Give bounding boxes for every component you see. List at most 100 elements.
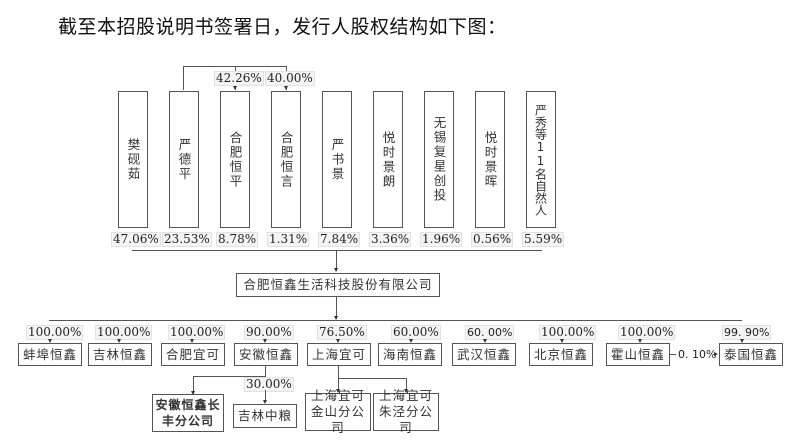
shareholder-pct: 23.53% xyxy=(162,232,212,247)
branch-name-line2: 金山分公司 xyxy=(310,404,365,435)
arrow-down-icon xyxy=(190,339,194,343)
arrow-down-icon xyxy=(404,389,408,393)
shareholder-name: 悦时景朗 xyxy=(380,130,396,189)
subsidiary-box: 上海宜可 xyxy=(307,343,371,366)
connector xyxy=(265,390,266,402)
branch-name-line1: 上海宜可 xyxy=(310,388,365,403)
shareholder-pct: 3.36% xyxy=(369,232,412,247)
subsidiary-box: 霍山恒鑫 xyxy=(606,343,670,366)
shareholder-box: 严书景 xyxy=(322,91,352,228)
shareholder-box: 严德平 xyxy=(169,91,199,228)
shareholder-pct: 5.59% xyxy=(522,232,565,247)
subsidiary-pct: 60.00% xyxy=(391,325,441,340)
shanghai-zhujing-branch-box: 上海宜可 朱泾分公司 xyxy=(373,388,439,435)
connector xyxy=(406,378,407,392)
shareholder-name: 严书景 xyxy=(329,137,345,182)
shareholder-name: 严德平 xyxy=(176,137,192,182)
shareholder-pct: 1.31% xyxy=(267,232,310,247)
arrow-right-icon xyxy=(714,352,718,356)
shareholder-pct: 8.78% xyxy=(216,232,259,247)
shareholder-pct: 47.06% xyxy=(111,232,161,247)
shanghai-jinshan-branch-box: 上海宜可 金山分公司 xyxy=(305,388,371,435)
subsidiary-name: 安徽恒鑫 xyxy=(238,346,293,362)
shareholder-box: 严秀等11名自然人 xyxy=(526,91,556,228)
subsidiary-box: 泰国恒鑫 xyxy=(719,343,783,366)
subsidiary-name: 北京恒鑫 xyxy=(533,346,588,362)
subsidiary-name: 吉林恒鑫 xyxy=(92,346,147,362)
subsidiary-name: 上海宜可 xyxy=(311,346,366,362)
subsidiary-box: 吉林恒鑫 xyxy=(88,343,152,366)
arrow-down-icon xyxy=(191,391,195,395)
arrow-down-icon xyxy=(560,339,564,343)
arrow-down-icon xyxy=(334,316,338,320)
issuer-company-box: 合肥恒鑫生活科技股份有限公司 xyxy=(236,273,440,297)
subsidiary-name: 武汉恒鑫 xyxy=(456,346,511,362)
arrow-down-icon xyxy=(740,339,744,343)
cross-pct-hengyan: 40.00% xyxy=(265,71,315,86)
shareholder-box: 合肥恒言 xyxy=(271,91,301,228)
jilin-zhongliang-pct: 30.00% xyxy=(244,377,294,392)
connector xyxy=(183,66,286,67)
subsidiary-box: 安徽恒鑫 xyxy=(234,343,298,366)
subsidiary-name: 合肥宜可 xyxy=(165,346,220,362)
shareholder-box: 合肥恒平 xyxy=(220,91,250,228)
company-name: 吉林中粮 xyxy=(237,408,292,423)
subsidiary-pct: 76.50% xyxy=(317,325,367,340)
subsidiary-name: 霍山恒鑫 xyxy=(610,346,665,362)
huoshan-thailand-pct: 0. 10% xyxy=(676,347,719,362)
arrow-down-icon xyxy=(638,339,642,343)
arrow-down-icon xyxy=(263,400,267,404)
connector xyxy=(338,366,339,392)
shareholder-name: 严秀等11名自然人 xyxy=(533,103,548,216)
arrow-down-icon xyxy=(334,268,338,272)
connector xyxy=(132,250,542,251)
arrow-down-icon xyxy=(409,339,413,343)
company-name: 合肥恒鑫生活科技股份有限公司 xyxy=(243,277,433,292)
connector xyxy=(193,376,194,394)
branch-name-line1: 安徽恒鑫长 xyxy=(155,398,221,412)
arrow-down-icon xyxy=(284,86,288,90)
subsidiary-pct: 90.00% xyxy=(244,325,294,340)
connector xyxy=(183,66,184,90)
arrow-down-icon xyxy=(336,389,340,393)
connector xyxy=(49,320,742,321)
subsidiary-name: 泰国恒鑫 xyxy=(723,346,778,362)
anhui-changfeng-branch-box: 安徽恒鑫长 丰分公司 xyxy=(152,394,224,432)
shareholder-pct: 7.84% xyxy=(318,232,361,247)
connector xyxy=(193,376,266,377)
arrow-down-icon xyxy=(483,339,487,343)
subsidiary-box: 北京恒鑫 xyxy=(529,343,593,366)
shareholder-pct: 0.56% xyxy=(471,232,514,247)
shareholder-box: 悦时景朗 xyxy=(373,91,403,228)
connector xyxy=(338,378,406,379)
subsidiary-name: 蚌埠恒鑫 xyxy=(22,346,77,362)
subsidiary-pct: 100.00% xyxy=(26,325,84,340)
arrow-down-icon xyxy=(263,339,267,343)
branch-name-line2: 朱泾分公司 xyxy=(378,404,433,435)
subsidiary-box: 蚌埠恒鑫 xyxy=(18,343,82,366)
cross-pct-hengping: 42.26% xyxy=(214,71,264,86)
shareholder-name: 樊砚茹 xyxy=(125,137,141,182)
subsidiary-pct: 60. 00% xyxy=(465,325,515,340)
arrow-down-icon xyxy=(233,86,237,90)
shareholder-name: 无锡复星创投 xyxy=(431,116,447,203)
branch-name-line1: 上海宜可 xyxy=(378,388,433,403)
subsidiary-pct: 100.00% xyxy=(95,325,153,340)
connector xyxy=(265,366,266,376)
connector xyxy=(336,250,337,271)
shareholder-name: 悦时景晖 xyxy=(482,130,498,189)
jilin-zhongliang-box: 吉林中粮 xyxy=(233,404,297,428)
shareholder-box: 樊砚茹 xyxy=(118,91,148,228)
shareholder-name: 合肥恒平 xyxy=(227,130,243,189)
shareholder-name: 合肥恒言 xyxy=(278,130,294,189)
branch-name-line2: 丰分公司 xyxy=(161,414,214,428)
arrow-down-icon xyxy=(117,339,121,343)
shareholder-pct: 1.96% xyxy=(420,232,463,247)
subsidiary-box: 海南恒鑫 xyxy=(378,343,442,366)
connector xyxy=(336,297,337,319)
subsidiary-pct: 99. 90% xyxy=(722,325,772,340)
shareholder-box: 无锡复星创投 xyxy=(424,91,454,228)
subsidiary-box: 合肥宜可 xyxy=(161,343,225,366)
arrow-down-icon xyxy=(336,339,340,343)
subsidiary-name: 海南恒鑫 xyxy=(382,346,437,362)
